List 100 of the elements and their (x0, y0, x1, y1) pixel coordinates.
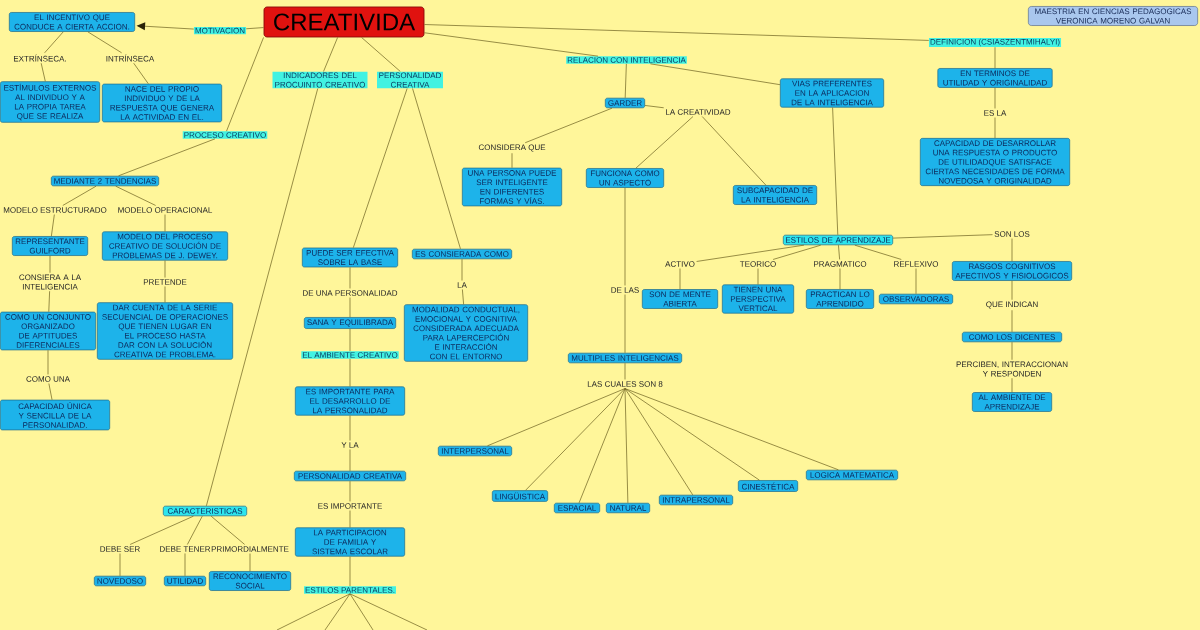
linking-phrase: LA (457, 282, 467, 288)
concept-box: COMO UN CONJUNTO ORGANIZADO DE APTITUDES DIFERENCIALES (0, 311, 97, 351)
concept-box: UTILIDAD (163, 575, 207, 587)
connector-line (353, 88, 408, 248)
connector-line (854, 244, 902, 260)
connector-line (838, 244, 840, 260)
concept-box: COMO LOS DICENTES (961, 331, 1063, 343)
connector-line (119, 553, 121, 577)
linking-phrase: ACTIVO (665, 261, 695, 267)
connector-line (679, 268, 681, 290)
concept-box: ES CONSIERADA COMO (411, 248, 513, 260)
connector-line (51, 214, 55, 237)
connector-line (324, 593, 351, 630)
concept-box: VIAS PREFERENTES EN LA APLICACION DE LA INTELIGENCIA (779, 78, 885, 108)
concept-box: TIENEN UNA PERSPECTIVA VERTICAL (721, 284, 795, 314)
connector-line (226, 37, 264, 132)
connector-line (187, 515, 203, 545)
connector-line (624, 388, 839, 471)
connector-line (249, 553, 251, 572)
connector-line (650, 63, 781, 85)
main-concept-box: CREATIVIDA (263, 6, 425, 38)
concept-box: ESPACIAL (553, 502, 601, 514)
linking-phrase: DEBE SER (100, 546, 140, 552)
concept-box: MODALIDAD CONDUCTUAL, EMOCIONAL Y COGNITIVA CONSIDERADA ADECUADA PARA LAPERCEPCIÓN E INTERACCIÓN CON EL ENTORNO (403, 304, 529, 362)
connector-line (276, 593, 351, 630)
connector-line (624, 294, 626, 354)
connector-line (424, 24, 930, 41)
highlighted-label: EL AMBIENTE CREATIVO (301, 351, 399, 359)
linking-phrase: CONSIERA A LA INTELIGENCIA (19, 274, 82, 290)
connector-line (624, 388, 760, 481)
linking-phrase: MODELO ESTRUCTURADO (3, 207, 107, 213)
connector-line (1011, 341, 1013, 361)
concept-box: ES IMPORTANTE PARA EL DESARROLLO DE LA PERSONALIDAD (294, 386, 406, 416)
connector-line (424, 32, 599, 57)
concept-box: AL AMBIENTE DE APRENDIZAJE (971, 392, 1053, 412)
connector-line (349, 267, 351, 289)
connector-line (701, 116, 767, 186)
connector-line (624, 362, 626, 380)
connector-line (206, 88, 319, 507)
linking-phrase: DE UNA PERSONALIDAD (303, 290, 398, 296)
connector-line (832, 107, 839, 236)
concept-box: PERSONALIDAD CREATIVA (293, 470, 407, 482)
linking-phrase: PRETENDE (143, 279, 187, 285)
linking-phrase: PRIMORDIALMENTE (211, 546, 289, 552)
connector-line (361, 37, 401, 72)
connector-line (578, 388, 626, 504)
connector-line (1011, 377, 1013, 393)
connector-line (323, 37, 338, 72)
concept-box: LOGICA MATEMATICA (805, 469, 899, 481)
connector-line (624, 187, 626, 286)
linking-phrase: PERCIBEN, INTERACCIONAN Y RESPONDEN (956, 361, 1068, 377)
connector-line (892, 234, 993, 239)
concept-box: CINESTÉTICA (737, 480, 799, 492)
linking-phrase: ES LA (984, 110, 1007, 116)
connector-line (164, 260, 166, 278)
connector-line (349, 415, 351, 441)
connector-line (1011, 280, 1013, 301)
linking-phrase: EXTRÍNSECA. (14, 54, 66, 62)
concept-box: SUBCAPACIDAD DE LA INTELIGENCIA (732, 185, 818, 205)
highlighted-label: RELACION CON INTELIGENCIA (566, 56, 687, 64)
concept-box: UNA PERSONA PUEDE SER INTELIGENTE EN DIFERENTES FORMAS Y VÍAS. (461, 167, 563, 207)
concept-box: EN TERMINOS DE UTILIDAD Y ORIGINALIDAD (937, 68, 1053, 88)
connector-line (349, 593, 428, 630)
connector-line (184, 553, 186, 577)
concept-box: CAPACIDAD DE DESARROLLAR UNA RESPUESTA O PRODUCTO DE UTILIDADQUE SATISFACE CIERTAS NECESIDADES DE FORMA NOVEDOSA Y ORIGINALIDAD (919, 138, 1071, 186)
connector-line (461, 258, 463, 281)
concept-box: NOVEDOSO (93, 575, 147, 587)
concept-box: NATURAL (605, 502, 651, 514)
connector-line (49, 255, 51, 274)
concept-box: PUEDE SER EFECTIVA SOBRE LA BASE (301, 247, 399, 268)
connector-line (349, 328, 351, 352)
linking-phrase: PRAGMATICO (814, 261, 867, 267)
highlighted-label: PROCESO CREATIVO (182, 131, 268, 139)
connector-line (915, 268, 917, 295)
concept-box: SON DE MENTE ABIERTA (641, 289, 719, 309)
connector-line (349, 510, 351, 528)
concept-box: MODELO DEL PROCESO CREATIVO DE SOLUCIÓN DE PROBLEMAS DE J. DEWEY. (101, 231, 229, 261)
linking-phrase: LAS CUALES SON 8 (587, 381, 663, 387)
connector-line (118, 138, 216, 177)
connector-line (40, 62, 46, 82)
concept-box: REPRESENTANTE GUILFORD (11, 236, 89, 256)
linking-phrase: TEORICO (739, 261, 776, 267)
connector-line (62, 185, 97, 206)
concept-box: CAPACIDAD ÚNICA Y SENCILLA DE LA PERSONALIDAD. (0, 399, 111, 431)
connector-line (210, 515, 245, 545)
connector-line (129, 515, 194, 545)
linking-phrase: COMO UNA (26, 376, 70, 382)
concept-box: CARACTERISTICAS (162, 505, 248, 517)
concept-box: NACE DEL PROPIO INDIVIDUO Y DE LA RESPUESTA QUE GENERA LA ACTIVIDAD EN EL. (101, 83, 223, 123)
concept-box: ESTILOS DE APRENDIZAJE (782, 234, 894, 246)
author-box: MAESTRIA EN CIENCIAS PEDAGOGICAS VERONICA MORENO GALVAN (1028, 6, 1198, 26)
connector-line (487, 388, 626, 447)
connector-line (511, 152, 513, 169)
linking-phrase: CONSIDERA QUE (478, 144, 546, 152)
connector-line (525, 388, 626, 491)
highlighted-label: DEFINICION (CSIASZENTMIHALYI) (928, 37, 1062, 47)
connector-line (839, 268, 841, 290)
connector-line (349, 480, 351, 502)
connector-line (164, 214, 166, 232)
connector-line (47, 349, 49, 375)
